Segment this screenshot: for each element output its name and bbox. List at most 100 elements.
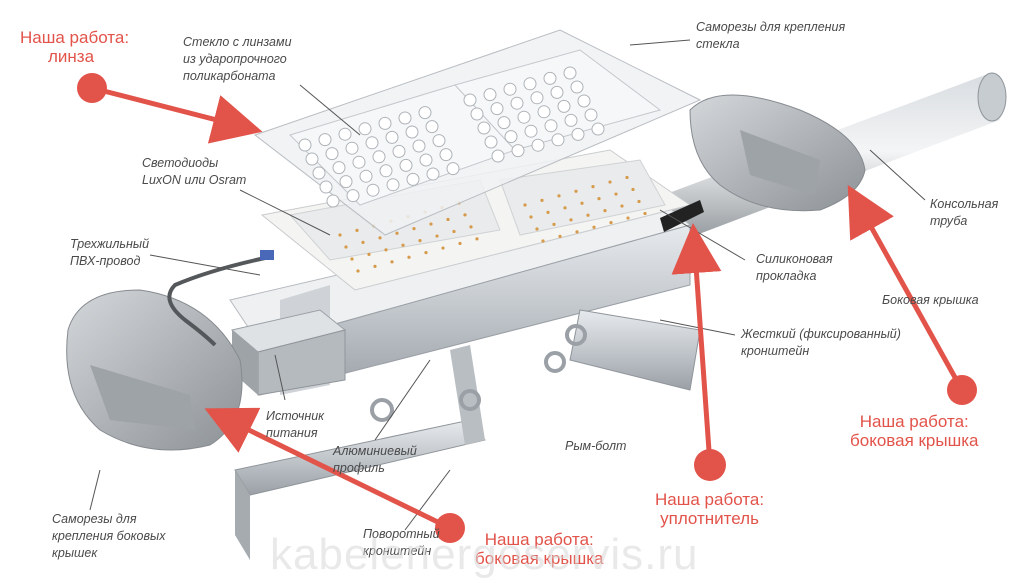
led-dot xyxy=(407,255,411,259)
label-pipe: Консольная труба xyxy=(930,196,998,230)
label-power: Источник питания xyxy=(266,408,324,442)
callout-lens-line1: Наша работа: xyxy=(20,28,130,47)
lens-dot xyxy=(484,135,498,149)
led-dot xyxy=(390,260,394,264)
led-dot xyxy=(558,234,562,239)
led-dot xyxy=(586,213,590,217)
lens-dot xyxy=(510,96,524,110)
lens-dot xyxy=(463,93,477,107)
callout-side-cover-left-line1: Наша работа: xyxy=(484,530,594,549)
label-gasket: Силиконовая прокладка xyxy=(756,251,833,285)
led-dot xyxy=(535,227,539,231)
led-dot xyxy=(557,194,561,198)
lens-dot xyxy=(425,120,439,134)
label-bracket-fixed: Жесткий (фиксированный) кронштейн xyxy=(741,326,901,360)
lens-dot xyxy=(392,144,406,158)
lens-dot xyxy=(325,147,339,161)
led-dot xyxy=(608,180,612,184)
lens-dot xyxy=(577,94,591,108)
led-dot xyxy=(529,215,533,219)
lens-dot xyxy=(557,99,571,113)
lens-dot xyxy=(544,119,558,133)
led-dot xyxy=(643,211,647,216)
led-dot xyxy=(412,227,416,231)
label-leds-line2: LuxON или Osram xyxy=(142,173,247,187)
led-dot xyxy=(361,240,365,245)
led-dot xyxy=(625,175,629,180)
lens-dot xyxy=(338,127,352,141)
label-swivel-line1: Поворотный xyxy=(363,527,440,541)
lens-dot xyxy=(366,183,380,197)
lens-dot xyxy=(298,138,312,152)
lens-dot xyxy=(359,169,373,183)
lens-dot xyxy=(563,66,577,80)
lens-dot xyxy=(483,88,497,102)
callout-lens: Наша работа: линза xyxy=(20,28,129,66)
lens-dot xyxy=(345,141,359,155)
label-screws-glass: Саморезы для крепления стекла xyxy=(696,19,845,53)
led-dot xyxy=(591,185,595,189)
watermark: kabelenergoservis.ru xyxy=(270,530,699,579)
led-dot xyxy=(475,237,479,241)
lens-dot xyxy=(339,175,353,189)
label-bracket-fixed-line1: Жесткий (фиксированный) xyxy=(741,327,901,341)
lens-dot xyxy=(477,121,491,135)
led-dot xyxy=(373,264,377,269)
lens-dot xyxy=(504,130,518,144)
label-profile-line2: профиль xyxy=(333,461,385,475)
led-dot xyxy=(424,251,428,255)
lens-dot xyxy=(543,71,557,85)
side-cover-right xyxy=(689,94,866,212)
led-dot xyxy=(575,230,579,234)
lens-dot xyxy=(358,122,372,136)
label-eyebolt: Рым-болт xyxy=(565,438,626,455)
led-dot xyxy=(540,198,544,203)
lens-dot xyxy=(386,178,400,192)
lens-dot xyxy=(571,127,585,141)
fixed-bracket xyxy=(569,309,701,391)
label-screws-covers-line1: Саморезы для xyxy=(52,512,137,526)
led-dot xyxy=(344,245,348,249)
lens-dot xyxy=(564,113,578,127)
lens-dot xyxy=(591,122,605,136)
label-power-line2: питания xyxy=(266,426,318,440)
leader-lines xyxy=(89,39,926,531)
led-dot xyxy=(418,239,422,243)
lens-dot xyxy=(332,161,346,175)
lens-dot xyxy=(365,136,379,150)
led-dot xyxy=(597,197,601,201)
label-screws-glass-line2: стекла xyxy=(696,37,740,51)
label-screws-covers-line2: крепления боковых xyxy=(52,529,166,543)
lens-dot xyxy=(419,153,433,167)
led-dots xyxy=(338,175,647,273)
led-dot xyxy=(603,209,607,213)
led-dot xyxy=(563,206,567,210)
lens-dot xyxy=(352,155,366,169)
callout-arrows xyxy=(77,73,977,543)
lens-dot xyxy=(346,189,360,203)
led-dot xyxy=(626,216,630,220)
label-gasket-line1: Силиконовая xyxy=(756,252,833,266)
lens-dot xyxy=(537,105,551,119)
led-dot xyxy=(378,236,382,240)
led-dot xyxy=(631,187,635,192)
lens-dot xyxy=(570,80,584,94)
lens-dot xyxy=(439,148,453,162)
led-dot xyxy=(452,229,456,234)
led-dot xyxy=(401,243,405,247)
label-glass-line3: поликарбоната xyxy=(183,69,276,83)
led-dot xyxy=(637,199,641,204)
lens-dot xyxy=(531,138,545,152)
callout-side-cover-left-line2: боковая крышка xyxy=(475,549,604,568)
led-dot xyxy=(541,239,545,243)
label-wire-line2: ПВХ-провод xyxy=(70,254,141,268)
lens-dot xyxy=(523,77,537,91)
led-dot xyxy=(609,221,613,225)
power-supply xyxy=(230,309,347,396)
lens-dot xyxy=(497,116,511,130)
lens-dot xyxy=(405,125,419,139)
lens-dot xyxy=(524,124,538,138)
led-dot xyxy=(356,269,360,273)
lens-dot xyxy=(305,152,319,166)
callout-side-cover-right-line1: Наша работа: xyxy=(859,412,969,431)
